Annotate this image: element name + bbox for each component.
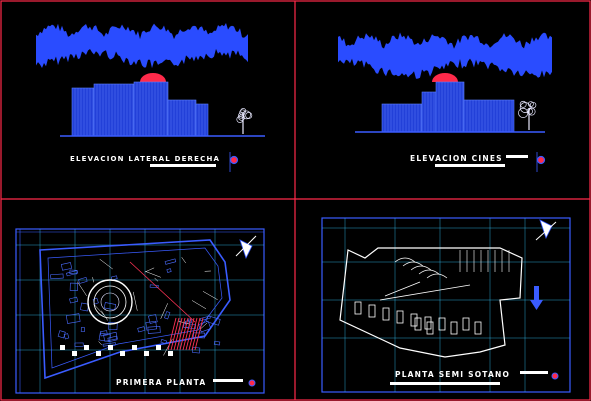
- background-trees: [36, 23, 248, 69]
- panel-title: PLANTA SEMI SOTANO: [395, 370, 510, 379]
- floor-outline: [39, 239, 231, 380]
- grid-lines: [16, 229, 264, 393]
- tree-icon: [236, 108, 253, 134]
- building-elevation: [381, 81, 515, 133]
- panel-title: ELEVACION CINES: [410, 154, 503, 163]
- dome: [432, 73, 458, 82]
- red-hatch-area: [129, 261, 204, 351]
- panel-primera-planta: PRIMERA PLANTA: [15, 228, 265, 394]
- north-arrow-icon: [235, 235, 257, 260]
- panel-elevacion-lateral: ELEVACION LATERAL DERECHA: [36, 23, 265, 172]
- background-trees: [338, 32, 552, 79]
- basement-outline: [339, 247, 523, 358]
- section-marker-icon: [248, 379, 256, 387]
- building-elevation: [71, 81, 209, 137]
- panel-title: PRIMERA PLANTA: [116, 378, 206, 387]
- title-bar: [506, 155, 528, 158]
- section-marker-icon: [551, 372, 559, 380]
- panel-planta-semi-sotano: PLANTA SEMI SOTANO: [321, 217, 571, 393]
- plan-frame: [15, 228, 265, 394]
- north-arrow-icon: [535, 219, 557, 241]
- title-underline: [150, 164, 216, 167]
- title-bar: [520, 371, 548, 374]
- title-bar: [213, 379, 243, 382]
- section-marker-icon: [229, 155, 239, 165]
- plan-frame: [321, 217, 571, 393]
- grid-lines: [322, 218, 570, 392]
- dome: [140, 73, 166, 82]
- section-marker-icon: [536, 155, 546, 165]
- entry-arrow-icon: [530, 286, 543, 310]
- floor-plan-details: [50, 257, 221, 356]
- circular-hall: [87, 279, 133, 325]
- title-underline: [435, 164, 505, 167]
- title-underline: [390, 382, 500, 385]
- panel-title: ELEVACION LATERAL DERECHA: [70, 155, 220, 163]
- parking-details: [354, 250, 510, 335]
- panel-elevacion-cines: ELEVACION CINES: [338, 32, 552, 172]
- tree-icon: [518, 100, 537, 130]
